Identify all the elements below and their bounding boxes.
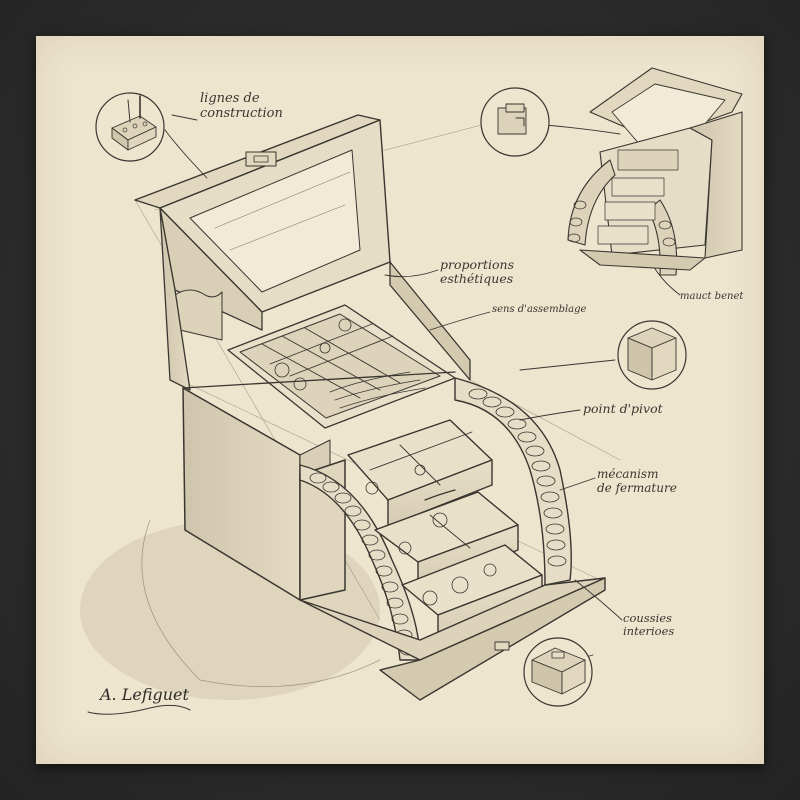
artist-signature: A. Lefiguet	[100, 685, 189, 704]
top-tray	[227, 304, 456, 429]
annotation-pivot-point: point d'pivot	[583, 401, 663, 416]
annotation-secondary-sketch: mauct benet	[680, 291, 744, 302]
base-plate	[299, 577, 606, 701]
annotation-line: coussies	[623, 611, 672, 625]
detail-circle-construction	[95, 92, 165, 162]
annotation-line: interioes	[623, 624, 675, 639]
open-lid	[134, 114, 391, 313]
right-curved-wing	[454, 377, 572, 586]
annotation-line: de fermature	[597, 480, 677, 495]
detail-circle-hinge	[480, 87, 550, 157]
annotation-line: lignes de	[200, 91, 260, 106]
annotation-line: esthétiques	[440, 271, 514, 287]
annotation-closing-mechanism: mécanism de fermature	[597, 467, 677, 496]
upper-compartment	[159, 207, 471, 391]
annotation-proportions: proportions esthétiques	[440, 257, 515, 287]
detail-circle-joint	[617, 320, 687, 390]
annotation-assembly-direction: sens d'assemblage	[492, 304, 587, 315]
drawer-1	[347, 419, 493, 527]
secondary-sketch	[567, 67, 743, 276]
detail-circle-cushion	[523, 637, 593, 707]
annotation-interior-cushions: coussies interioes	[623, 611, 675, 639]
annotation-line: proportions	[440, 257, 515, 272]
annotation-line: construction	[200, 105, 283, 121]
annotation-line: mécanism	[597, 467, 659, 481]
signature-flourish	[87, 704, 191, 715]
annotation-construction-lines: lignes de construction	[200, 91, 283, 122]
